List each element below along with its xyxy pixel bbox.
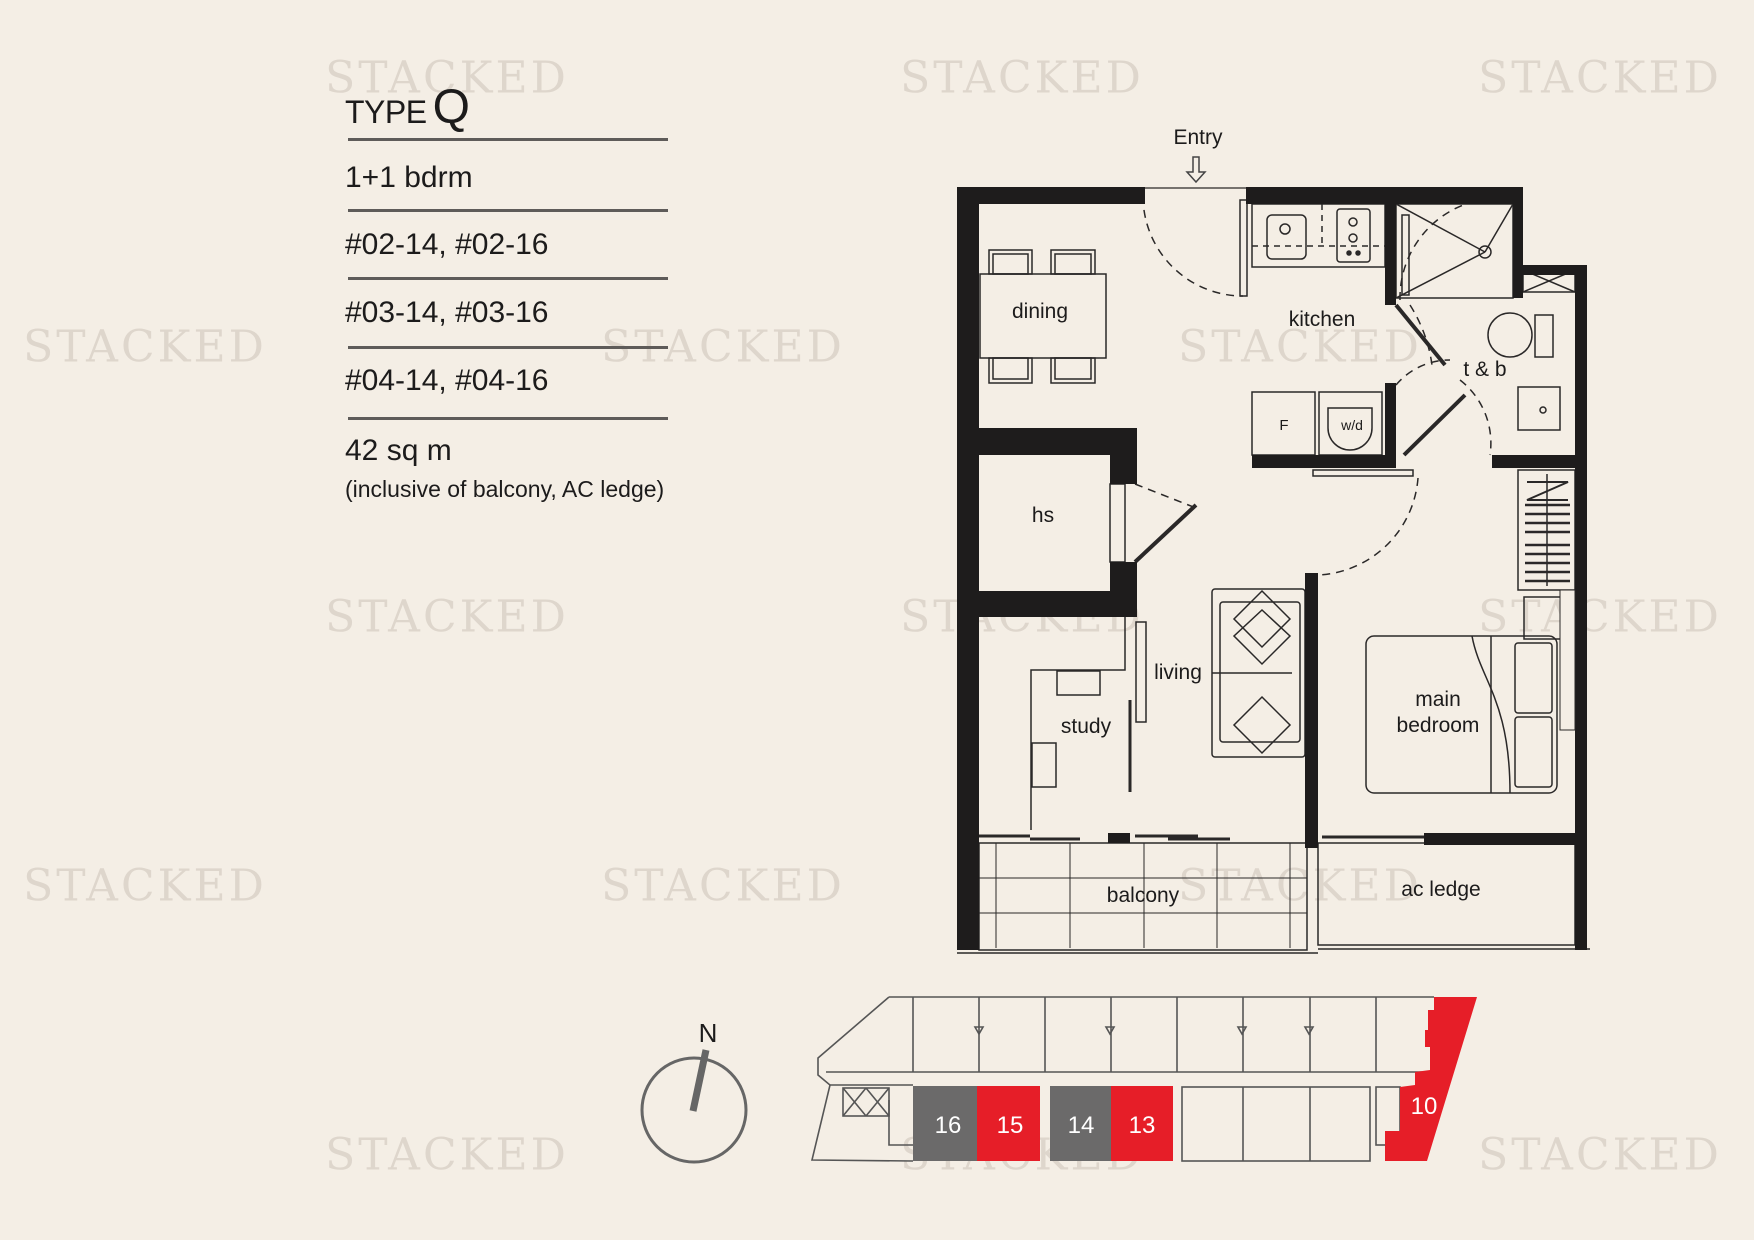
bed — [1365, 596, 1567, 794]
study-partition — [1030, 612, 1126, 830]
divider — [348, 277, 668, 280]
key-unit-16 — [913, 1086, 977, 1161]
compass-circle-icon — [640, 1056, 748, 1164]
divider — [348, 417, 668, 420]
room-label-study: study — [1061, 715, 1112, 738]
type-prefix: TYPE — [345, 94, 427, 130]
dining-table — [979, 249, 1107, 384]
entry-door-swing — [1142, 195, 1244, 297]
key-unit-14 — [1050, 1086, 1111, 1161]
divider — [348, 209, 668, 212]
bedroom-count: 1+1 bdrm — [345, 161, 473, 194]
entry-arrow-icon — [1185, 156, 1207, 184]
sofa — [1211, 588, 1306, 758]
divider — [348, 138, 668, 141]
unit-area-note: (inclusive of balcony, AC ledge) — [345, 476, 665, 502]
fridge-label: F — [1279, 417, 1288, 434]
entry-door[interactable] — [1239, 199, 1248, 297]
room-label-balcony: balcony — [1107, 884, 1180, 907]
key-plan-highlights: 16 15 14 13 10 — [913, 997, 1477, 1161]
room-label-hs: hs — [1032, 504, 1054, 527]
divider — [348, 346, 668, 349]
room-label-main-bedroom-2: bedroom — [1397, 714, 1480, 737]
room-label-tb: t & b — [1463, 358, 1506, 381]
key-unit-10 — [1385, 997, 1477, 1161]
unit-numbers-row: #04-14, #04-16 — [345, 364, 549, 397]
room-label-kitchen: kitchen — [1289, 308, 1356, 331]
floor-plan — [957, 187, 1590, 954]
basin-icon — [1517, 386, 1561, 431]
type-letter: Q — [432, 81, 470, 134]
room-label-living: living — [1154, 661, 1202, 684]
hob-icon — [1336, 208, 1371, 263]
compass-north-label: N — [699, 1018, 718, 1048]
washer-dryer-label: w/d — [1340, 417, 1363, 433]
key-unit-label: 16 — [935, 1112, 962, 1139]
entry-label: Entry — [1173, 126, 1223, 149]
room-label-ac-ledge: ac ledge — [1401, 878, 1480, 901]
compass: N — [640, 1018, 748, 1164]
unit-area: 42 sq m — [345, 434, 452, 467]
shower — [1395, 203, 1514, 299]
north-needle-icon — [689, 1049, 710, 1112]
key-unit-label: 15 — [997, 1112, 1024, 1139]
sink-icon — [1266, 214, 1307, 260]
key-plan — [810, 996, 1434, 1162]
key-unit-15 — [977, 1086, 1040, 1161]
room-label-dining: dining — [1012, 300, 1068, 323]
key-unit-13 — [1111, 1086, 1173, 1161]
toilet-icon — [1487, 312, 1533, 358]
key-unit-label: 14 — [1068, 1112, 1095, 1139]
key-unit-label: 10 — [1411, 1093, 1438, 1120]
room-label-main-bedroom: main — [1415, 688, 1461, 711]
key-unit-label: 13 — [1129, 1112, 1156, 1139]
kitchen-counter — [1251, 203, 1386, 268]
unit-numbers-row: #03-14, #03-16 — [345, 296, 549, 329]
balcony-tiles — [979, 843, 1307, 948]
unit-numbers-row: #02-14, #02-16 — [345, 228, 549, 261]
walls — [957, 187, 1587, 950]
